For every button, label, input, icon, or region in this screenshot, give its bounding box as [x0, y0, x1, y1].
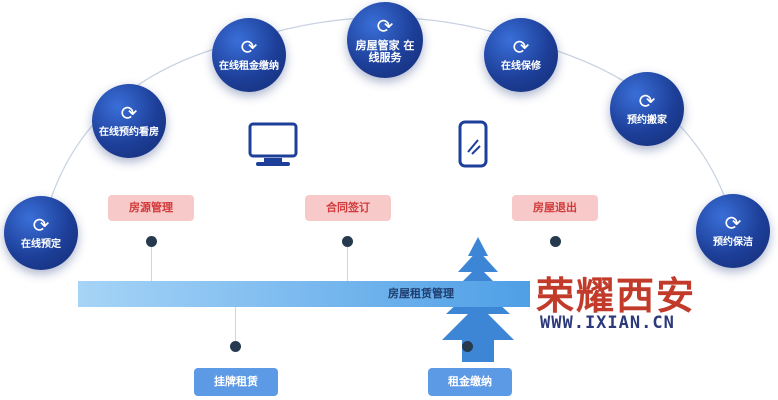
refresh-icon: ⟳ [240, 35, 258, 59]
node-moving-appointment: ⟳ 预约搬家 [610, 72, 684, 146]
refresh-icon: ⟳ [376, 14, 394, 38]
connector-dot [550, 236, 561, 247]
phone-icon [458, 120, 488, 168]
node-online-booking: ⟳ 在线预定 [4, 196, 78, 270]
refresh-icon: ⟳ [32, 213, 50, 237]
node-online-repair: ⟳ 在线保修 [484, 18, 558, 92]
refresh-icon: ⟳ [120, 101, 138, 125]
tag-contract-signing: 合同签订 [305, 195, 391, 221]
node-housekeeper-service: ⟳ 房屋管家 在线服务 [347, 2, 423, 78]
node-rent-payment: ⟳ 在线租金缴纳 [212, 18, 286, 92]
tag-listing-lease: 挂牌租赁 [194, 368, 278, 396]
node-cleaning-appointment: ⟳ 预约保洁 [696, 194, 770, 268]
refresh-icon: ⟳ [638, 89, 656, 113]
connector-line [347, 247, 348, 281]
connector-line [151, 247, 152, 281]
connector-dot [230, 341, 241, 352]
connector-dot [146, 236, 157, 247]
refresh-icon: ⟳ [512, 35, 530, 59]
connector-dot [462, 341, 473, 352]
watermark-text: 荣耀西安 [536, 273, 697, 318]
node-viewing-appointment: ⟳ 在线预约看房 [92, 84, 166, 158]
tag-house-exit: 房屋退出 [512, 195, 598, 221]
rental-management-bar: 房屋租赁管理 [78, 281, 530, 307]
tag-listing-management: 房源管理 [108, 195, 194, 221]
tag-rent-payment: 租金缴纳 [428, 368, 512, 396]
connector-dot [342, 236, 353, 247]
watermark-url: WWW.IXIAN.CN [540, 313, 675, 333]
monitor-icon [248, 122, 298, 166]
refresh-icon: ⟳ [724, 211, 742, 235]
bar-label: 房屋租赁管理 [388, 287, 454, 300]
connector-line [235, 307, 236, 341]
